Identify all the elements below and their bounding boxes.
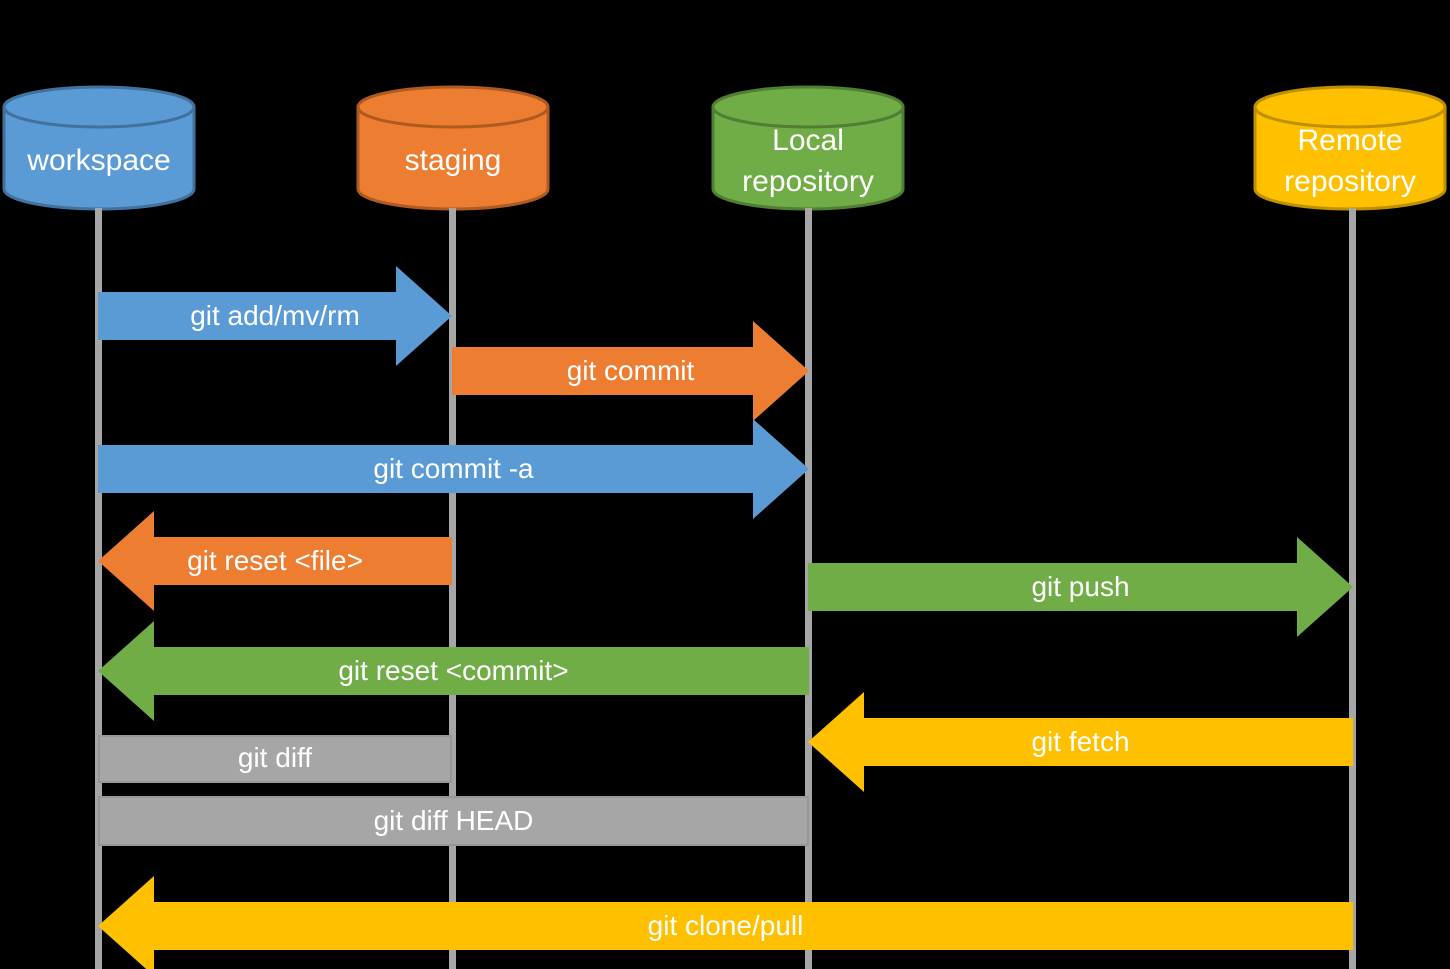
arrow-git-fetch: git fetch <box>808 692 1353 792</box>
lifeline-workspace <box>95 208 102 969</box>
arrow-git-add-mv-rm: git add/mv/rm <box>98 266 452 366</box>
bar-git-diff: git diff <box>98 735 452 783</box>
arrow-label: git clone/pull <box>647 910 804 941</box>
database-cylinder-icon <box>356 85 550 211</box>
arrow-git-push: git push <box>808 537 1353 637</box>
database-cylinder-icon <box>1253 85 1447 211</box>
lifeline-remote-repository <box>1349 208 1356 969</box>
bar-git-diff-head: git diff HEAD <box>98 796 809 846</box>
arrow-label: git fetch <box>1031 726 1130 757</box>
database-cylinder-icon <box>2 85 196 211</box>
arrow-git-clone-pull: git clone/pull <box>98 876 1353 969</box>
arrow-git-reset-file: git reset <file> <box>98 511 452 611</box>
actor-label-staging: staging <box>404 144 502 178</box>
arrow-label: git reset <commit> <box>338 655 569 686</box>
actor-remote-repository: Remote repository <box>1252 83 1448 213</box>
actor-label-remote-repository: Remote repository <box>1284 123 1416 198</box>
arrow-label: git commit <box>566 355 695 386</box>
arrow-label: git add/mv/rm <box>190 300 360 331</box>
actor-label-workspace: workspace <box>27 144 171 178</box>
actor-label-local-repository: Local repository <box>742 123 874 198</box>
actor-workspace: workspace <box>1 83 197 213</box>
arrow-label: git reset <file> <box>187 545 363 576</box>
arrow-label: git push <box>1031 571 1130 602</box>
actor-staging: staging <box>355 83 551 213</box>
actor-local-repository: Local repository <box>710 83 906 213</box>
bar-label: git diff <box>237 742 313 773</box>
arrow-label: git commit -a <box>373 453 534 484</box>
arrow-git-commit: git commit <box>452 321 809 421</box>
lifeline-staging <box>449 208 456 969</box>
database-cylinder-icon <box>711 85 905 211</box>
bar-label: git diff HEAD <box>373 805 534 836</box>
